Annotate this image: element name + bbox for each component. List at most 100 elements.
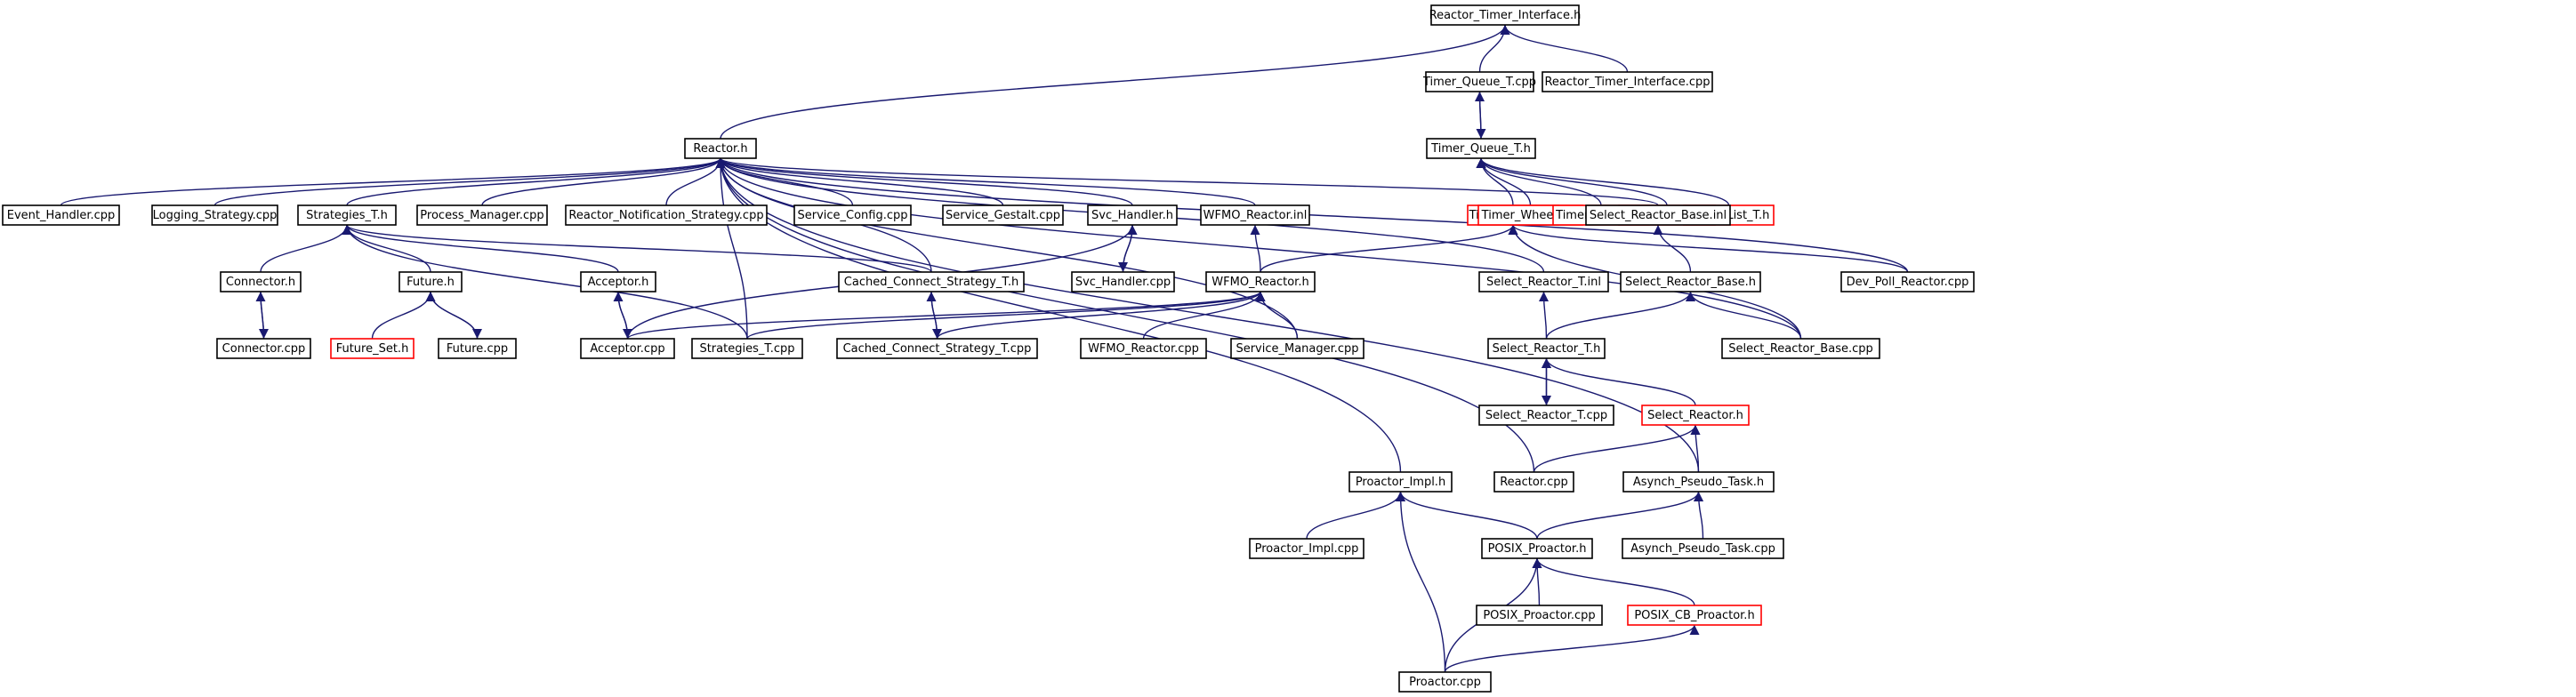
node-box[interactable] [1398, 671, 1492, 693]
node-svc-handler-cpp[interactable]: Svc_Handler.cpp [1071, 271, 1175, 292]
node-select-reactor-t-cpp[interactable]: Select_Reactor_T.cpp [1478, 405, 1614, 426]
node-box[interactable] [1542, 71, 1713, 92]
node-box[interactable] [1249, 538, 1364, 559]
node-rti-h[interactable]: Reactor_Timer_Interface.h [1429, 4, 1582, 26]
node-wfmo-reactor-cpp[interactable]: WFMO_Reactor.cpp [1080, 338, 1207, 359]
node-box[interactable] [398, 271, 463, 292]
node-box[interactable] [1071, 271, 1175, 292]
node-box[interactable] [1585, 204, 1731, 226]
node-rns-cpp[interactable]: Reactor_Notification_Strategy.cpp [565, 204, 768, 226]
node-asynch-pseudo-task-h[interactable]: Asynch_Pseudo_Task.h [1622, 471, 1775, 493]
node-select-reactor-base-inl[interactable]: Select_Reactor_Base.inl [1585, 204, 1731, 226]
node-box[interactable] [793, 204, 912, 226]
node-logging-strategy-cpp[interactable]: Logging_Strategy.cpp [151, 204, 278, 226]
node-box[interactable] [438, 338, 517, 359]
node-dev-poll-reactor-cpp[interactable]: Dev_Poll_Reactor.cpp [1840, 271, 1975, 292]
node-box[interactable] [580, 338, 675, 359]
node-box[interactable] [330, 338, 415, 359]
dependency-edge [1532, 557, 1542, 606]
node-box[interactable] [1205, 271, 1316, 292]
node-box[interactable] [1487, 338, 1606, 359]
node-proactor-impl-h[interactable]: Proactor_Impl.h [1348, 471, 1453, 493]
node-box[interactable] [836, 338, 1038, 359]
node-connector-cpp[interactable]: Connector.cpp [216, 338, 311, 359]
node-box[interactable] [416, 204, 548, 226]
node-ccs-t-h[interactable]: Cached_Connect_Strategy_T.h [838, 271, 1025, 292]
node-box[interactable] [1622, 538, 1784, 559]
node-box[interactable] [220, 271, 302, 292]
node-box[interactable] [151, 204, 278, 226]
node-connector-h[interactable]: Connector.h [220, 271, 302, 292]
node-box[interactable] [580, 271, 656, 292]
node-select-reactor-t-h[interactable]: Select_Reactor_T.h [1487, 338, 1606, 359]
node-label: Connector.cpp [222, 342, 306, 356]
node-future-set-h[interactable]: Future_Set.h [330, 338, 415, 359]
node-tq-t-cpp[interactable]: Timer_Queue_T.cpp [1422, 71, 1536, 92]
node-box[interactable] [1641, 405, 1750, 426]
node-reactor-cpp[interactable]: Reactor.cpp [1493, 471, 1574, 493]
node-strategies-t-h[interactable]: Strategies_T.h [297, 204, 397, 226]
node-box[interactable] [1840, 271, 1975, 292]
node-proactor-cpp[interactable]: Proactor.cpp [1398, 671, 1492, 693]
node-wfmo-reactor-h[interactable]: WFMO_Reactor.h [1205, 271, 1316, 292]
node-acceptor-h[interactable]: Acceptor.h [580, 271, 656, 292]
node-label: WFMO_Reactor.cpp [1088, 342, 1199, 356]
node-acceptor-cpp[interactable]: Acceptor.cpp [580, 338, 675, 359]
node-box[interactable] [1080, 338, 1207, 359]
node-box[interactable] [1425, 71, 1534, 92]
node-future-h[interactable]: Future.h [398, 271, 463, 292]
node-asynch-pseudo-task-cpp[interactable]: Asynch_Pseudo_Task.cpp [1622, 538, 1784, 559]
node-box[interactable] [1430, 4, 1580, 26]
dependency-edge [258, 291, 269, 340]
dependency-edge [260, 224, 352, 273]
node-box[interactable] [1200, 204, 1310, 226]
node-event-handler-cpp[interactable]: Event_Handler.cpp [2, 204, 120, 226]
node-rti-cpp[interactable]: Reactor_Timer_Interface.cpp [1542, 71, 1713, 92]
node-posix-proactor-h[interactable]: POSIX_Proactor.h [1481, 538, 1593, 559]
dependency-edge [715, 157, 1256, 206]
node-box[interactable] [1627, 605, 1762, 626]
node-tq-t-h[interactable]: Timer_Queue_T.h [1426, 138, 1536, 159]
node-posix-proactor-cpp[interactable]: POSIX_Proactor.cpp [1476, 605, 1603, 626]
node-select-reactor-base-cpp[interactable]: Select_Reactor_Base.cpp [1721, 338, 1880, 359]
node-box[interactable] [1481, 538, 1593, 559]
node-reactor-h[interactable]: Reactor.h [684, 138, 757, 159]
node-strategies-t-cpp[interactable]: Strategies_T.cpp [691, 338, 803, 359]
node-box[interactable] [1230, 338, 1364, 359]
node-service-config-cpp[interactable]: Service_Config.cpp [793, 204, 912, 226]
node-box[interactable] [565, 204, 768, 226]
node-box[interactable] [1087, 204, 1178, 226]
node-box[interactable] [1493, 471, 1574, 493]
node-box[interactable] [2, 204, 120, 226]
node-select-reactor-h[interactable]: Select_Reactor.h [1641, 405, 1750, 426]
node-box[interactable] [691, 338, 803, 359]
dependency-edge [1260, 224, 1518, 273]
node-future-cpp[interactable]: Future.cpp [438, 338, 517, 359]
node-box[interactable] [1348, 471, 1453, 493]
node-posix-cb-proactor-h[interactable]: POSIX_CB_Proactor.h [1627, 605, 1762, 626]
node-box[interactable] [1622, 471, 1775, 493]
node-svc-handler-h[interactable]: Svc_Handler.h [1087, 204, 1178, 226]
node-label: Asynch_Pseudo_Task.h [1633, 476, 1764, 489]
node-box[interactable] [1426, 138, 1536, 159]
node-select-reactor-base-h[interactable]: Select_Reactor_Base.h [1620, 271, 1761, 292]
node-box[interactable] [297, 204, 397, 226]
node-service-gestalt-cpp[interactable]: Service_Gestalt.cpp [942, 204, 1064, 226]
node-box[interactable] [216, 338, 311, 359]
node-box[interactable] [1476, 605, 1603, 626]
dependency-edge [1306, 491, 1405, 540]
node-box[interactable] [1478, 271, 1609, 292]
node-select-reactor-t-inl[interactable]: Select_Reactor_T.inl [1478, 271, 1609, 292]
node-wfmo-reactor-inl[interactable]: WFMO_Reactor.inl [1200, 204, 1310, 226]
node-process-manager-cpp[interactable]: Process_Manager.cpp [416, 204, 548, 226]
node-ccs-t-cpp[interactable]: Cached_Connect_Strategy_T.cpp [836, 338, 1038, 359]
node-box[interactable] [838, 271, 1025, 292]
node-box[interactable] [942, 204, 1064, 226]
node-box[interactable] [1478, 405, 1614, 426]
node-box[interactable] [1620, 271, 1761, 292]
node-box[interactable] [684, 138, 757, 159]
node-box[interactable] [1721, 338, 1880, 359]
node-proactor-impl-cpp[interactable]: Proactor_Impl.cpp [1249, 538, 1364, 559]
node-service-manager-cpp[interactable]: Service_Manager.cpp [1230, 338, 1364, 359]
